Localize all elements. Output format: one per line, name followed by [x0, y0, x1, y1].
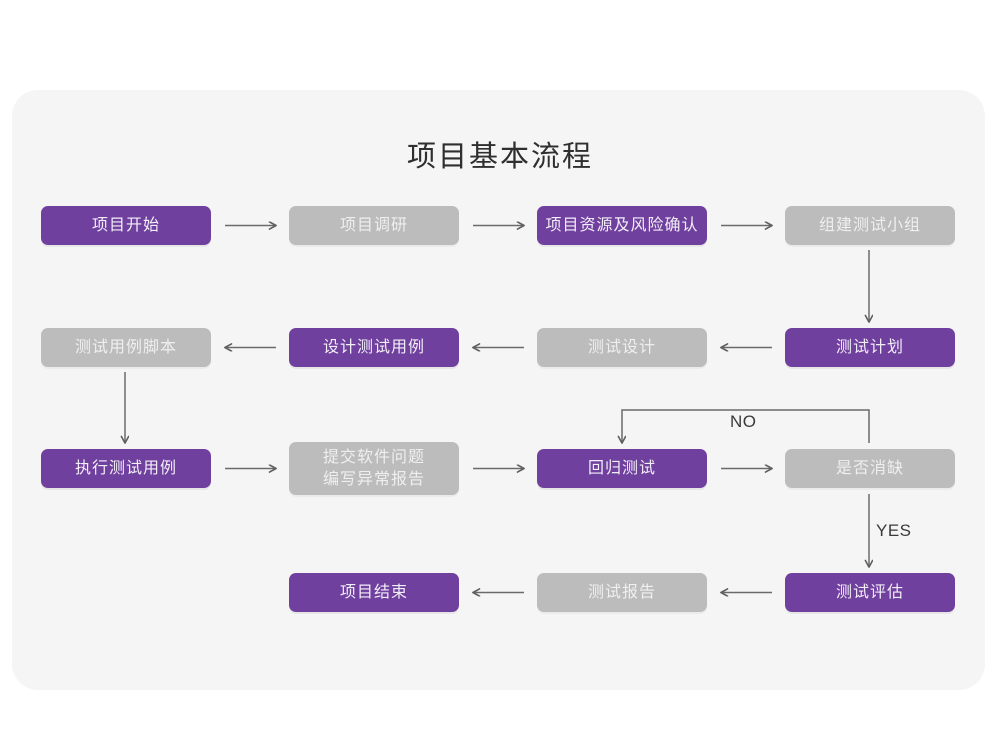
node-test-case-script[interactable]: 测试用例脚本 [41, 328, 211, 367]
node-label: 测试计划 [835, 338, 904, 356]
node-label: 测试评估 [835, 583, 904, 601]
node-label: 项目调研 [339, 216, 408, 234]
node-label: 项目资源及风险确认 [545, 216, 699, 234]
node-label: 执行测试用例 [74, 459, 177, 477]
node-label: 测试报告 [587, 583, 656, 601]
node-project-start[interactable]: 项目开始 [41, 206, 211, 245]
node-regression-test[interactable]: 回归测试 [537, 449, 707, 488]
node-label: 测试用例脚本 [74, 338, 177, 356]
page-title: 项目基本流程 [406, 141, 593, 173]
node-label: 测试设计 [587, 338, 656, 356]
node-project-end[interactable]: 项目结束 [289, 573, 459, 612]
node-label-line2: 编写异常报告 [322, 470, 425, 488]
node-label: 组建测试小组 [818, 216, 921, 234]
node-test-design[interactable]: 测试设计 [537, 328, 707, 367]
node-test-evaluation[interactable]: 测试评估 [785, 573, 955, 612]
node-label: 项目结束 [339, 583, 408, 601]
node-submit-issue-report[interactable]: 提交软件问题 编写异常报告 [289, 442, 459, 495]
node-label: 回归测试 [587, 459, 656, 477]
node-test-report[interactable]: 测试报告 [537, 573, 707, 612]
node-defect-resolved-decision[interactable]: 是否消缺 [785, 449, 955, 488]
node-label: 提交软件问题 [322, 448, 425, 466]
edge-label-no: NO [730, 412, 757, 431]
edge-label-yes: YES [876, 521, 912, 540]
node-build-test-team[interactable]: 组建测试小组 [785, 206, 955, 245]
node-label: 是否消缺 [835, 459, 904, 477]
node-test-plan[interactable]: 测试计划 [785, 328, 955, 367]
node-design-test-case[interactable]: 设计测试用例 [289, 328, 459, 367]
node-label: 项目开始 [91, 216, 160, 234]
node-execute-test-case[interactable]: 执行测试用例 [41, 449, 211, 488]
node-label: 设计测试用例 [322, 338, 425, 356]
node-resource-risk-confirm[interactable]: 项目资源及风险确认 [537, 206, 707, 245]
node-project-research[interactable]: 项目调研 [289, 206, 459, 245]
